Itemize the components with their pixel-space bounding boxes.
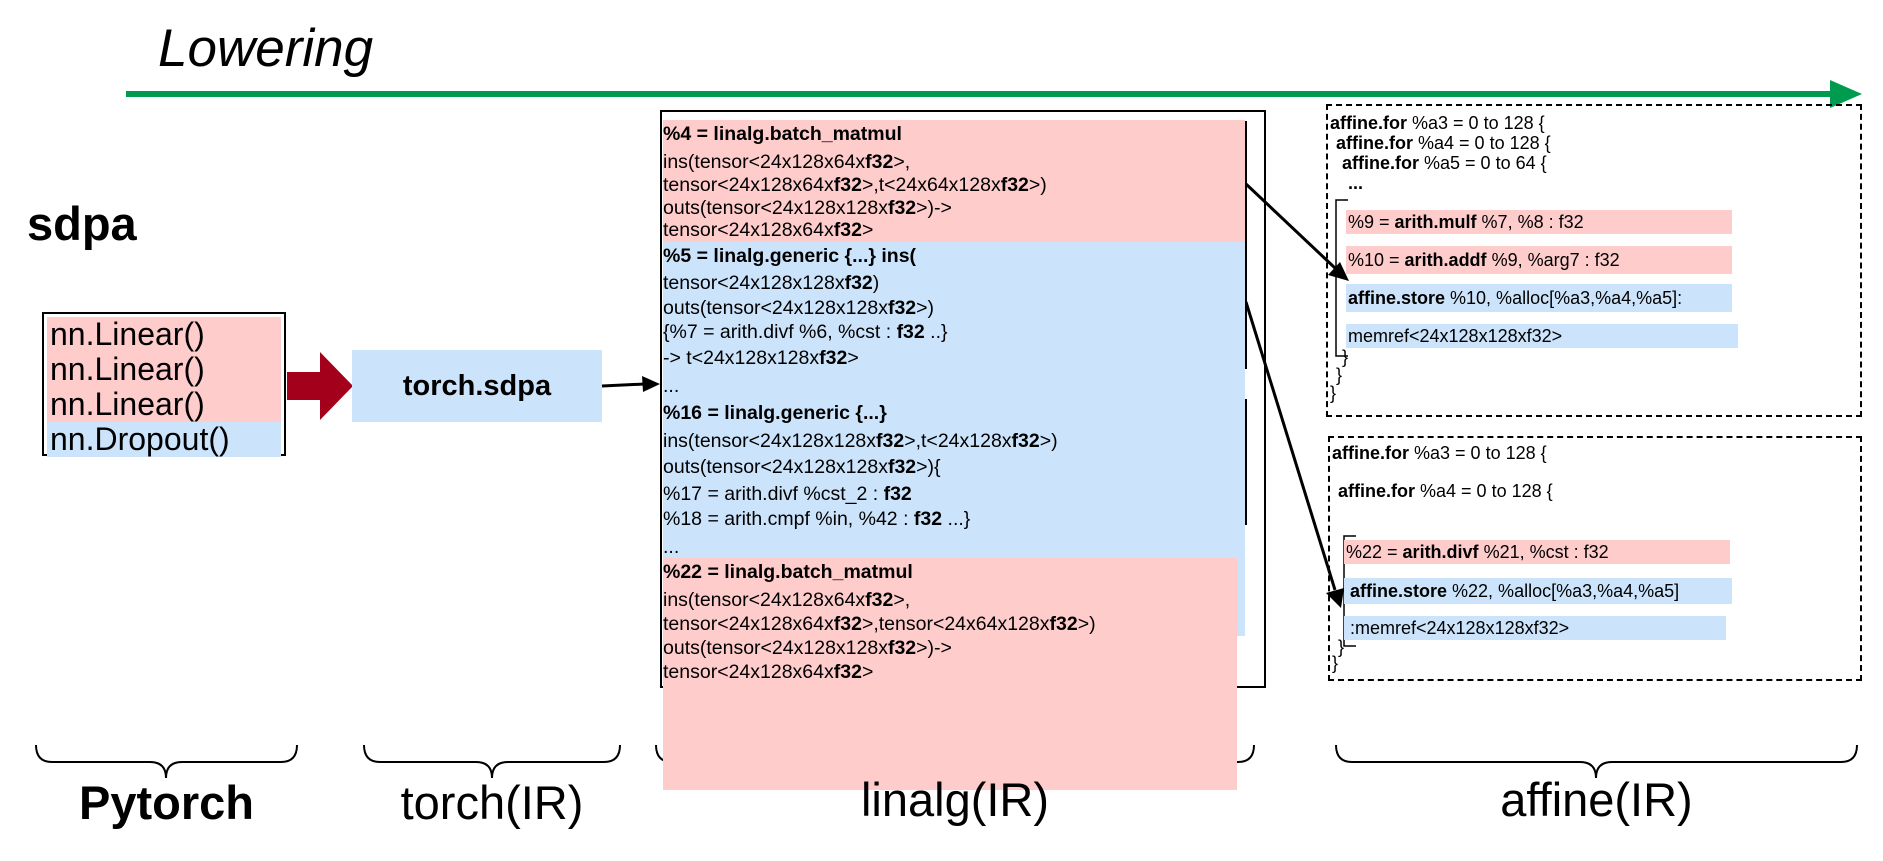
affine-op: %10 = arith.addf %9, %arg7 : f32 — [1348, 250, 1620, 270]
affine-closer: } — [1336, 365, 1343, 385]
pytorch-item: nn.Linear() — [47, 317, 281, 352]
affine-ir-box-1: affine.for %a3 = 0 to 128 { affine.for %… — [1326, 104, 1862, 417]
affine-loop: affine.for %a4 = 0 to 128 { — [1336, 133, 1551, 153]
linalg-line: %4 = linalg.batch_matmul — [663, 123, 902, 145]
linalg-line: outs(tensor<24x128x128xf32>) — [663, 297, 935, 319]
linalg-line: outs(tensor<24x128x128xf32>)-> — [663, 197, 952, 219]
linalg-line: tensor<24x128x128xf32) — [663, 272, 880, 294]
linalg-line: tensor<24x128x64xf32>,t<24x64x128xf32>) — [663, 174, 1047, 196]
label-pytorch: Pytorch — [79, 776, 254, 829]
linalg-line: outs(tensor<24x128x128xf32>){ — [663, 456, 941, 478]
block-arrow — [287, 352, 353, 420]
linalg-line: tensor<24x128x64xf32> — [663, 219, 874, 241]
sdpa-title: sdpa — [27, 197, 137, 250]
torch-to-linalg-arrow — [601, 382, 646, 388]
affine-loop: affine.for %a5 = 0 to 64 { — [1342, 153, 1547, 173]
linalg-block-red — [663, 558, 1237, 790]
affine-op: %9 = arith.mulf %7, %8 : f32 — [1348, 212, 1584, 232]
linalg-line: outs(tensor<24x128x128xf32>)-> — [663, 637, 952, 659]
linalg-line: -> t<24x128x128xf32> — [663, 347, 859, 369]
linalg-line: %17 = arith.divf %cst_2 : f32 — [663, 483, 912, 505]
linalg-line: {%7 = arith.divf %6, %cst : f32 ..} — [663, 321, 948, 343]
label-affine-ir: affine(IR) — [1500, 773, 1693, 826]
affine-ellipsis: ... — [1348, 173, 1364, 193]
pytorch-item: nn.Dropout() — [47, 422, 281, 457]
linalg-line: tensor<24x128x64xf32> — [663, 661, 874, 683]
pytorch-item: nn.Linear() — [47, 352, 281, 387]
affine-op: affine.store %22, %alloc[%a3,%a4,%a5] — [1350, 581, 1680, 601]
linalg-to-affine1-arrow — [1244, 182, 1337, 270]
affine-closer: } — [1332, 653, 1339, 673]
linalg-line: %18 = arith.cmpf %in, %42 : f32 ...} — [663, 508, 971, 530]
affine-ir-box-2: affine.for %a3 = 0 to 128 { affine.for %… — [1328, 436, 1862, 681]
linalg-line: %22 = linalg.batch_matmul — [663, 561, 913, 583]
linalg-line: ins(tensor<24x128x64xf32>, — [663, 589, 911, 611]
affine-closer: } — [1338, 637, 1345, 657]
affine-closer: } — [1342, 347, 1349, 367]
affine-loop: affine.for %a4 = 0 to 128 { — [1338, 481, 1553, 501]
linalg-line: %16 = linalg.generic {...} — [663, 402, 887, 424]
affine-op-band — [1344, 578, 1732, 604]
affine-loop: affine.for %a3 = 0 to 128 { — [1330, 113, 1545, 133]
pytorch-module-box: nn.Linear() nn.Linear() nn.Linear() nn.D… — [42, 312, 286, 457]
affine-op-band — [1344, 616, 1726, 640]
linalg-ir-box: %4 = linalg.batch_matmul ins(tensor<24x1… — [660, 110, 1266, 790]
affine-op-band — [1346, 284, 1732, 312]
affine-op-band — [1346, 246, 1732, 274]
pytorch-item: nn.Linear() — [47, 387, 281, 422]
linalg-line: %5 = linalg.generic {...} ins( — [663, 245, 917, 267]
linalg-line: tensor<24x128x64xf32>,tensor<24x64x128xf… — [663, 613, 1096, 635]
label-linalg-ir: linalg(IR) — [860, 773, 1050, 826]
affine-op: affine.store %10, %alloc[%a3,%a4,%a5]: — [1348, 288, 1683, 308]
linalg-ellipsis: ... — [663, 375, 680, 397]
label-torch-ir: torch(IR) — [400, 776, 584, 829]
affine-op: memref<24x128x128xf32> — [1348, 326, 1563, 346]
linalg-to-affine2-arrow — [1244, 301, 1337, 591]
affine-op: %22 = arith.divf %21, %cst : f32 — [1346, 542, 1609, 562]
lowering-arrowhead — [1830, 80, 1862, 108]
affine-op: :memref<24x128x128xf32> — [1350, 618, 1570, 638]
affine-op-band — [1346, 210, 1732, 234]
affine-op-band — [1346, 324, 1738, 348]
linalg-ellipsis: ... — [663, 536, 680, 558]
torch-sdpa-box: torch.sdpa — [352, 350, 602, 422]
affine-closer: } — [1330, 383, 1337, 403]
linalg-line: ins(tensor<24x128x64xf32>, — [663, 151, 911, 173]
affine-op-band — [1344, 540, 1730, 564]
lowering-title: Lowering — [158, 19, 374, 78]
affine-loop: affine.for %a3 = 0 to 128 { — [1332, 443, 1547, 463]
linalg-line: ins(tensor<24x128x128xf32>,t<24x128xf32>… — [663, 430, 1058, 452]
